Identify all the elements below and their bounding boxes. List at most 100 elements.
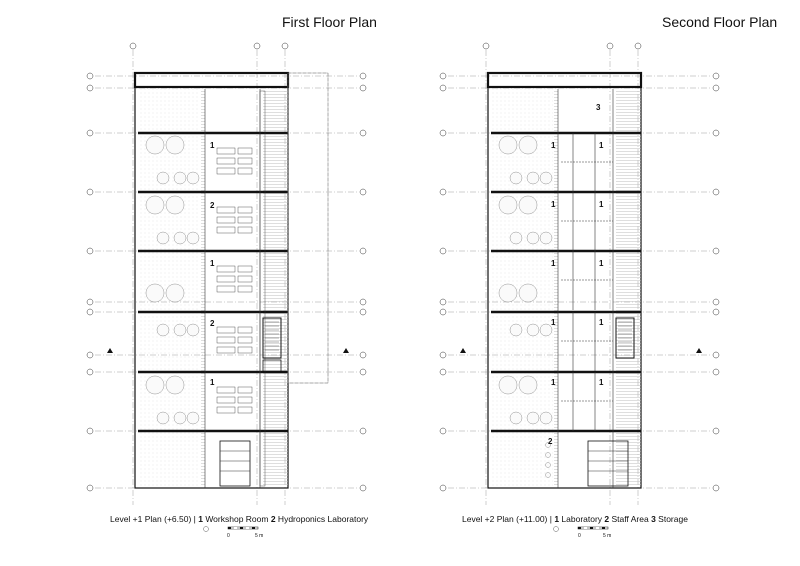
scale-bar-segment (590, 527, 593, 529)
table (216, 336, 236, 344)
grid-bubble-left (86, 72, 94, 80)
table (216, 396, 236, 404)
north-symbol (203, 526, 209, 532)
chair-symbol (545, 472, 551, 478)
grid-bubble-right (359, 84, 367, 92)
walkway-outline (287, 72, 329, 384)
scale-bar-segment (602, 527, 605, 529)
grid-bubble-top (482, 42, 490, 50)
grid-bubble-left (439, 484, 447, 492)
tree-symbol (509, 231, 523, 245)
room-label-second: 1 (551, 141, 556, 150)
grid-bubble-right (712, 84, 720, 92)
chair-symbol (545, 462, 551, 468)
facade-hatch-right (263, 89, 288, 486)
north-symbol (553, 526, 559, 532)
tree-symbol (165, 135, 185, 155)
tree-symbol (173, 171, 187, 185)
tree-symbol (145, 135, 165, 155)
grid-bubble-top (606, 42, 614, 50)
section-marker-left (107, 348, 113, 353)
tree-symbol (498, 135, 518, 155)
table (237, 157, 253, 165)
caption-key-2: 2 (604, 514, 610, 524)
scale-bar-segment (228, 527, 231, 529)
caption-room-1: Workshop Room (202, 514, 271, 524)
tree-symbol (145, 283, 165, 303)
grid-bubble-right (712, 351, 720, 359)
tree-symbol (186, 323, 200, 337)
grid-bubble-left (439, 72, 447, 80)
scale-bar-segment (584, 527, 587, 529)
table (216, 265, 236, 273)
grid-bubble-right (712, 188, 720, 196)
table (216, 346, 236, 354)
grid-bubble-left (86, 298, 94, 306)
room-label-second: 1 (599, 141, 604, 150)
caption-room-3: Storage (655, 514, 688, 524)
tree-symbol (156, 171, 170, 185)
tree-symbol (173, 411, 187, 425)
table (216, 275, 236, 283)
caption-key-1: 1 (198, 514, 203, 524)
grid-bubble-left (86, 188, 94, 196)
table (216, 206, 236, 214)
tree-symbol (186, 411, 200, 425)
table (237, 147, 253, 155)
room-label-second: 1 (551, 259, 556, 268)
caption-prefix: Level +2 Plan (+11.00) | (462, 514, 555, 524)
table (237, 216, 253, 224)
grid-bubble-right (712, 484, 720, 492)
grid-bubble-left (86, 129, 94, 137)
room-label-second: 1 (599, 318, 604, 327)
room-label-second: 1 (599, 200, 604, 209)
table (237, 346, 253, 354)
grid-bubble-right (359, 298, 367, 306)
tree-symbol (509, 323, 523, 337)
table (216, 226, 236, 234)
table (237, 167, 253, 175)
table (216, 386, 236, 394)
tree-symbol (186, 231, 200, 245)
room-label-second: 1 (551, 378, 556, 387)
caption-key-3: 3 (651, 514, 656, 524)
tree-symbol (518, 195, 538, 215)
table (237, 336, 253, 344)
tree-symbol (156, 411, 170, 425)
grid-bubble-right (712, 308, 720, 316)
room-label-second: 1 (599, 378, 604, 387)
room-label-second: 3 (596, 103, 601, 112)
scale-bar-segment (234, 527, 237, 529)
tree-symbol (173, 231, 187, 245)
caption-room-2: Hydroponics Laboratory (275, 514, 369, 524)
grid-bubble-top (634, 42, 642, 50)
tree-symbol (156, 231, 170, 245)
grid-bubble-left (86, 351, 94, 359)
table (216, 167, 236, 175)
caption-room-2: Staff Area (609, 514, 652, 524)
caption-key-1: 1 (554, 514, 560, 524)
chair-symbol (545, 452, 551, 458)
grid-bubble-right (359, 368, 367, 376)
grid-bubble-left (86, 484, 94, 492)
tree-symbol (498, 195, 518, 215)
grid-bubble-right (359, 247, 367, 255)
grid-bubble-left (439, 247, 447, 255)
room-label-first: 1 (210, 378, 215, 387)
tree-symbol (156, 323, 170, 337)
scale-zero-first: 0 (227, 533, 230, 539)
scale-bar-segment (246, 527, 249, 529)
tree-symbol (498, 375, 518, 395)
caption-room-1: Laboratory (559, 514, 605, 524)
table (237, 396, 253, 404)
scale-five-first: 5 m (255, 533, 264, 539)
grid-bubble-right (359, 484, 367, 492)
tree-symbol (509, 171, 523, 185)
toilet-block (219, 440, 251, 487)
tree-symbol (165, 375, 185, 395)
caption-key-2: 2 (270, 514, 276, 524)
grid-bubble-right (359, 427, 367, 435)
grid-bubble-right (712, 427, 720, 435)
tree-symbol (526, 323, 540, 337)
